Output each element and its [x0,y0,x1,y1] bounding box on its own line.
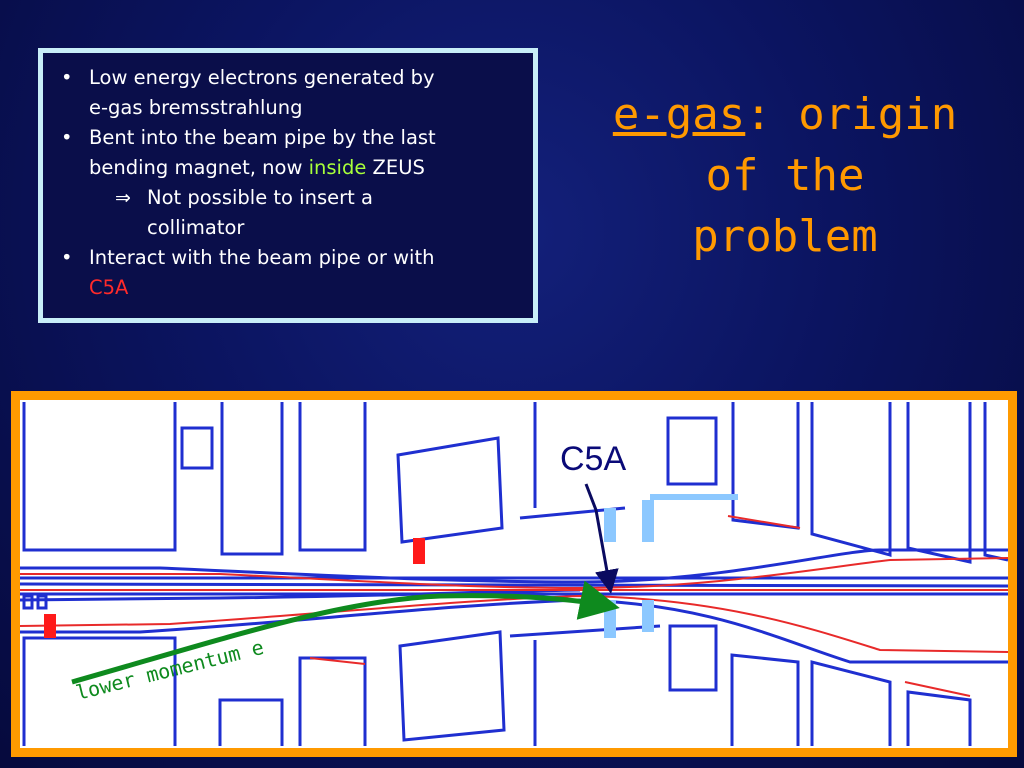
bullet-dot: • [61,126,73,149]
beamline-svg: C5A lower momentum e [20,402,1008,746]
lower-magnet-4 [730,653,800,746]
lower-magnet-6 [906,690,972,746]
upper-magnet-1 [22,402,177,552]
lower-coil [668,624,718,692]
c5a-upper-jaw-1 [604,508,616,542]
bullet-2-text-pre: bending magnet, now [89,156,309,179]
lower-diagonal [509,624,661,638]
implies-arrow-icon: ⇒ [115,187,131,209]
title-line-3: problem [692,211,878,262]
lower-magnet-2 [218,698,284,746]
lower-tilted-magnet [398,630,506,742]
upper-magnet-3 [298,402,367,552]
upper-magnet-6 [906,402,972,564]
electron-track-arrow [71,580,620,685]
bullet-3-line-1: Interact with the beam pipe or with [89,246,435,269]
sub-bullet-line-1: Not possible to insert a [147,186,373,209]
bullet-2-text-post: ZEUS [366,156,425,179]
bullet-2-line-1: Bent into the beam pipe by the last [89,126,436,149]
upper-small-block [180,426,214,470]
red-edge-lower [904,681,971,697]
title-line-2: of the [705,150,865,201]
bullet-dot: • [61,66,73,89]
left-stub-2 [36,594,48,610]
beam-pipe-lower-wall [20,598,1008,664]
sub-bullet-item: ⇒ Not possible to insert a collimator [55,183,525,243]
bullet-1-line-1: Low energy electrons generated by [89,66,435,89]
electron-track-label: lower momentum e [73,635,266,705]
c5a-lower-jaw-2 [642,600,654,632]
title-line-1: e-gas: origin [600,84,970,145]
red-marker-2 [44,614,56,638]
upper-tilted-magnet [396,436,504,544]
red-marker-1 [413,538,425,564]
beamline-diagram: C5A lower momentum e [11,391,1017,757]
c5a-pointer-arrow [584,483,619,594]
inside-highlight: inside [308,156,367,179]
bullet-item-3: • Interact with the beam pipe or with C5… [55,243,525,303]
title-underlined: e-gas [612,89,746,140]
slide-title: e-gas: origin of the problem [600,84,970,267]
c5a-top-plate [650,494,738,500]
lower-magnet-5 [810,660,892,746]
upper-magnet-4 [731,402,800,530]
upper-magnet-5 [810,402,892,557]
lower-magnet-3 [298,656,367,746]
upper-magnet-2 [220,402,284,556]
bullet-dot: • [61,246,73,269]
c5a-collimator [604,494,738,638]
beam-pipe-upper-wall [20,548,1008,584]
upper-magnet-7 [983,402,1008,562]
bullet-2-line-2: bending magnet, now inside ZEUS [89,153,525,183]
red-trajectory-lower [20,594,1008,653]
bullet-item-2: • Bent into the beam pipe by the last be… [55,123,525,183]
red-edge-mid [309,657,366,665]
beam-line-mid [20,582,1008,588]
bullet-box: • Low energy electrons generated by e-ga… [38,48,538,323]
c5a-label: C5A [560,440,626,478]
bullet-1-line-2: e-gas bremsstrahlung [89,96,303,119]
bullet-item-1: • Low energy electrons generated by e-ga… [55,63,525,123]
red-edge-upper [727,515,801,529]
title-rest: : origin [745,89,958,140]
lower-magnet-1 [22,636,177,746]
sub-bullet-line-2: collimator [147,216,245,239]
bullet-3-line-2: C5A [89,276,129,299]
left-stub-1 [22,594,34,610]
c5a-upper-jaw-2 [642,500,654,542]
upper-coil [666,416,718,486]
